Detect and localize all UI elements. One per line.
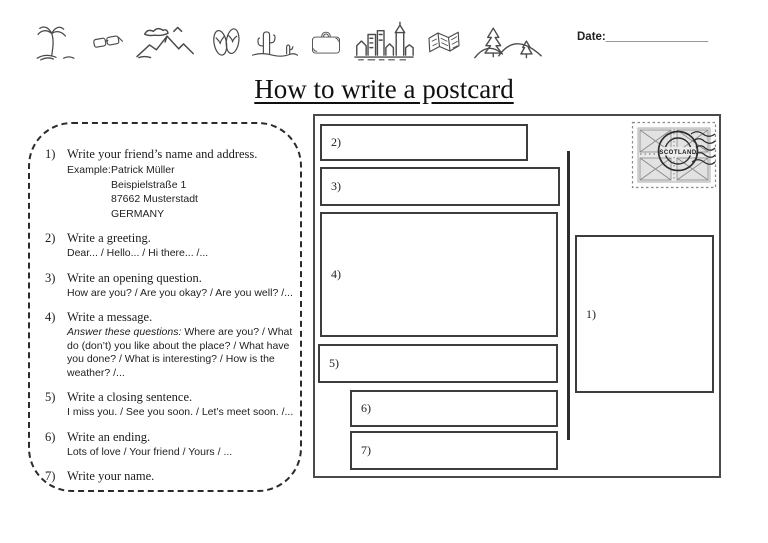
box-label: 1) [586,306,596,321]
example-line: GERMANY [111,207,165,220]
instruction-item-4: 4) Write a message. Answer these questio… [45,310,294,380]
instructions-panel: 1) Write your friend’s name and address.… [28,122,302,492]
box-label: 3) [331,179,341,193]
postage-stamp: SCOTLAND [631,121,717,189]
postcard-box-name[interactable]: 7) [350,431,558,470]
item-detail: Lots of love / Your friend / Yours / ... [67,445,233,458]
town-icon [354,21,414,61]
item-heading: Write an ending. [67,429,151,444]
item-detail-italic: Answer these questions: [67,326,182,338]
palm-island-icon [36,26,75,61]
instruction-item-1: 1) Write your friend’s name and address.… [45,147,294,221]
item-heading: Write an opening question. [67,270,202,285]
item-number: 5) [45,390,56,404]
example-line: 87662 Musterstadt [111,193,198,205]
item-number: 4) [45,310,56,324]
postcard-box-message[interactable]: 4) [320,212,558,337]
item-detail: I miss you. / See you soon. / Let’s meet… [67,406,294,418]
instruction-item-6: 6) Write an ending. Lots of love / Your … [45,430,294,460]
example-line: Beispielstraße 1 [111,178,187,191]
item-heading: Write a message. [67,310,153,324]
travel-icons-row [33,14,543,70]
mountains-icon [136,26,194,59]
item-detail: Answer these questions: Where are you? /… [67,326,294,380]
item-number: 1) [45,147,56,161]
item-number: 7) [45,469,56,483]
item-heading: Write a closing sentence. [67,390,193,404]
cactus-icon [251,31,299,57]
postcard-box-ending[interactable]: 6) [350,390,558,427]
flip-flops-icon [213,28,240,56]
postcard-divider-line [567,151,570,440]
postcard-box-closing-sentence[interactable]: 5) [318,344,558,383]
date-blank-line[interactable]: ________________ [605,31,709,43]
suitcase-icon [312,31,340,54]
item-heading: Write your name. [67,469,155,483]
item-detail: How are you? / Are you okay? / Are you w… [67,286,293,299]
instruction-item-3: 3) Write an opening question. How are yo… [45,271,294,301]
item-detail: Dear... / Hello... / Hi there... /... [67,247,209,259]
postcard-box-opening-question[interactable]: 3) [320,167,560,206]
sunglasses-icon [93,35,124,48]
page-title: How to write a postcard [254,74,514,104]
postcard-box-address[interactable]: 1) [575,235,714,393]
date-field: Date:________________ [577,31,708,43]
item-number: 3) [45,270,56,285]
address-example: Example: Patrick Müller Beispielstraße 1… [67,163,294,221]
item-detail-rest: Where are you? / What do (don’t) you lik… [67,326,293,379]
box-label: 7) [361,443,371,457]
map-icon [428,31,460,53]
date-label: Date: [577,31,606,43]
item-number: 2) [45,231,56,245]
item-number: 6) [45,429,56,444]
item-heading: Write a greeting. [67,231,151,245]
box-label: 2) [331,135,341,149]
instruction-item-5: 5) Write a closing sentence. I miss you.… [45,390,294,420]
postcard-template: 2) 3) 4) 5) 6) 7) 1) [313,114,721,478]
box-label: 4) [331,267,341,281]
instruction-item-7: 7) Write your name. [45,469,294,483]
example-label: Example: [67,164,111,176]
instruction-item-2: 2) Write a greeting. Dear... / Hello... … [45,231,294,261]
example-line: Patrick Müller [111,164,175,176]
postcard-box-greeting[interactable]: 2) [320,124,528,161]
box-label: 5) [329,356,339,370]
stamp-text: SCOTLAND [659,150,696,156]
item-heading: Write your friend’s name and address. [67,147,258,161]
hills-trees-icon [474,27,542,59]
box-label: 6) [361,401,371,415]
